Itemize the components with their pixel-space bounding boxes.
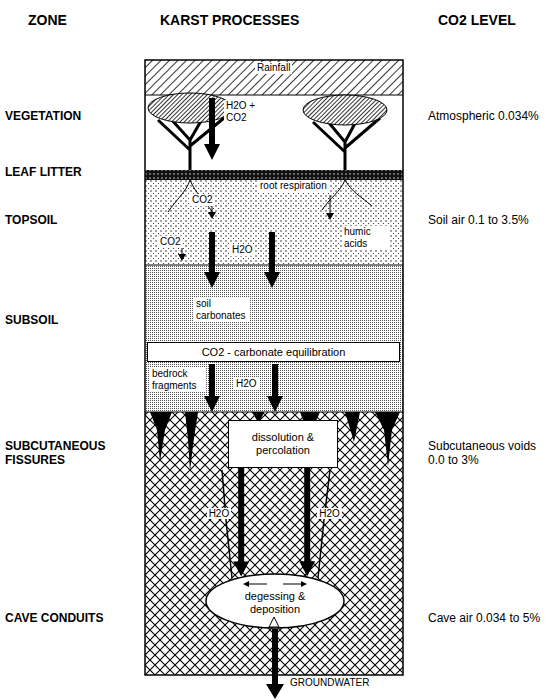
co2-level: Subcutaneous voids 0.0 to 3% xyxy=(428,440,553,468)
tree-crown xyxy=(148,93,232,123)
column-header: KARST PROCESSES xyxy=(160,12,299,28)
band-border xyxy=(145,412,403,413)
zone-label: LEAF LITTER xyxy=(5,166,140,180)
stalagmite xyxy=(269,617,279,627)
process-label: GROUNDWATER xyxy=(288,677,371,689)
node-text: CO2 - carbonate equilibration xyxy=(202,346,346,359)
process-label: Rainfall xyxy=(255,62,292,74)
flow-arrow xyxy=(204,232,220,288)
zone-label: CAVE CONDUITS xyxy=(5,612,140,626)
subsoil-band xyxy=(145,265,403,412)
groundwater-arrow xyxy=(266,629,284,699)
channel-line xyxy=(222,470,232,578)
process-box: dissolution & percolation xyxy=(228,420,338,468)
small-arrow-shaft xyxy=(330,195,331,215)
arrow-head xyxy=(326,213,334,220)
process-label: root respiration xyxy=(258,180,329,192)
flow-connector xyxy=(299,468,315,576)
process-box: CO2 - carbonate equilibration xyxy=(147,342,400,362)
zone-label: SUBCUTANEOUS FISSURES xyxy=(5,440,130,468)
fissure xyxy=(150,412,172,462)
process-label: CO2 xyxy=(190,194,215,206)
fissures xyxy=(150,412,400,472)
flow-label: H2O xyxy=(317,508,342,519)
flow-connector xyxy=(233,468,249,576)
flow-arrow xyxy=(264,232,280,288)
connector-shaft xyxy=(304,468,310,562)
co2-level: Cave air 0.034 to 5% xyxy=(428,612,553,626)
column-header: CO2 LEVEL xyxy=(438,12,516,28)
root-line xyxy=(190,180,214,214)
cave-shape xyxy=(206,574,344,628)
process-label: H2O xyxy=(234,378,259,390)
process-label: humic acids xyxy=(342,226,390,249)
tree-crown xyxy=(303,95,387,125)
arrow-head xyxy=(233,561,249,576)
root-line xyxy=(345,180,372,206)
zone-label: VEGETATION xyxy=(5,110,140,124)
node-text: degessing & deposition xyxy=(235,590,315,615)
node-text: dissolution & percolation xyxy=(249,431,317,456)
small-arrow-heads xyxy=(178,212,334,261)
rainfall-band xyxy=(145,60,403,95)
band-borders xyxy=(145,95,403,412)
flow-arrow xyxy=(204,98,220,160)
process-label: H2O xyxy=(230,244,255,256)
process-label: CO2 xyxy=(158,236,183,248)
channel-line xyxy=(318,470,330,578)
fissure xyxy=(375,412,400,466)
arrow-head xyxy=(299,561,315,576)
cave-arrow-heads xyxy=(243,581,307,587)
zone-label: TOPSOIL xyxy=(5,214,140,228)
connector-shaft xyxy=(238,468,244,562)
co2-level: Atmospheric 0.034% xyxy=(428,110,553,124)
process-label: H2O + CO2 xyxy=(224,100,264,123)
arrow-head xyxy=(208,212,216,219)
flow-arrow xyxy=(267,364,283,412)
zone-label: SUBSOIL xyxy=(5,314,140,328)
leaf-litter-band xyxy=(145,170,403,180)
fissure xyxy=(185,412,198,472)
root-line xyxy=(168,180,190,212)
trees xyxy=(148,93,387,170)
arrow-head xyxy=(178,254,186,261)
fissure xyxy=(345,412,360,442)
flow-label: H2O xyxy=(207,508,232,519)
process-label: bedrock fragments xyxy=(150,368,206,391)
process-label: soil carbonates xyxy=(194,298,250,321)
flow-arrow xyxy=(204,364,220,412)
column-header: ZONE xyxy=(28,12,67,28)
co2-level: Soil air 0.1 to 3.5% xyxy=(428,214,553,228)
cave-ellipse: degessing & deposition xyxy=(205,573,345,629)
column-outline xyxy=(145,60,403,675)
cave-flow-arrows xyxy=(247,583,303,584)
